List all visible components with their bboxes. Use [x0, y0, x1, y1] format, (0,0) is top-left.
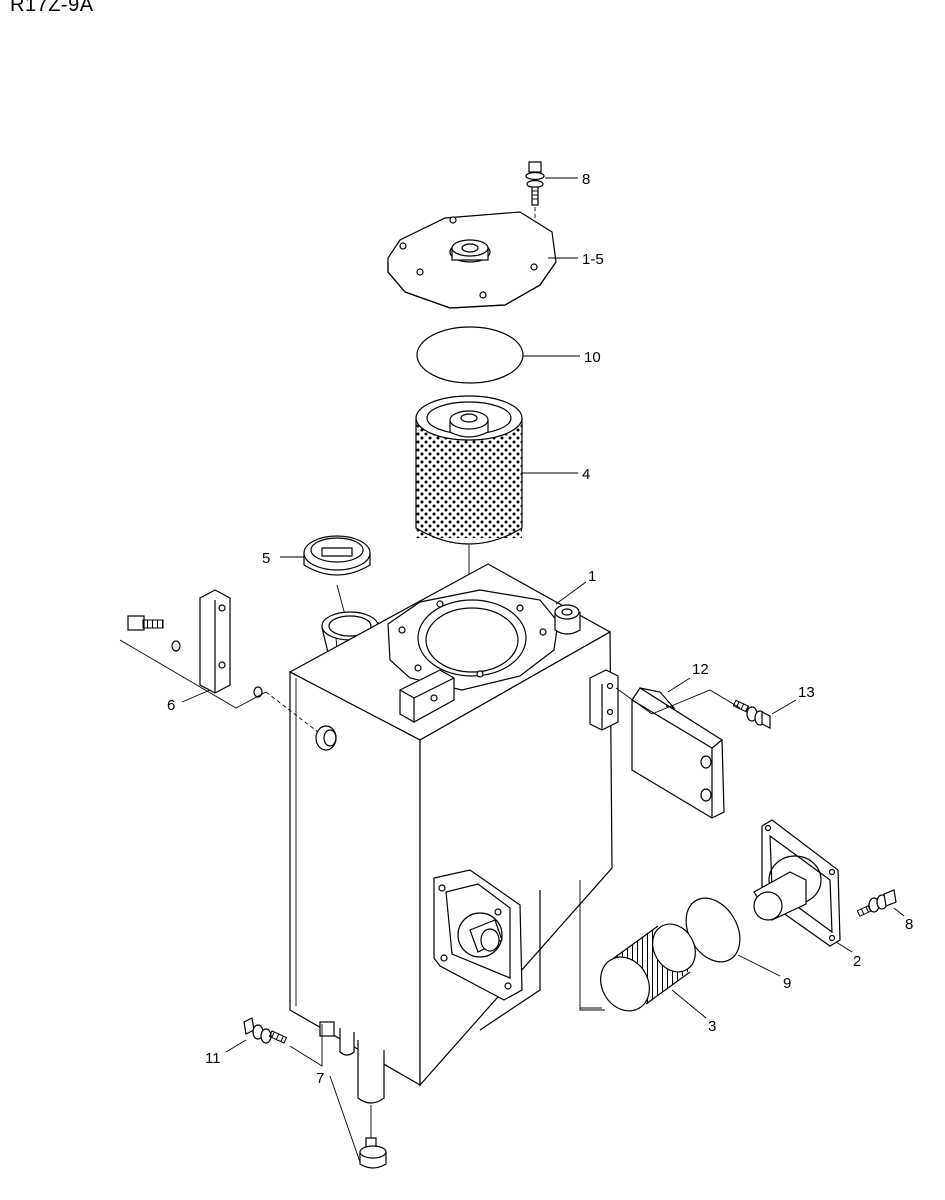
callout-4: 4 [582, 466, 590, 483]
bottom-bolt [243, 1017, 323, 1067]
return-filter-element [415, 395, 523, 640]
bracket-bolt [732, 699, 771, 729]
callout-3: 3 [708, 1018, 716, 1035]
cover-plate [387, 211, 557, 309]
model-title: R17Z-9A [10, 0, 94, 16]
callout-2: 2 [853, 953, 861, 970]
top-bolt [525, 161, 545, 265]
suction-strainer [580, 923, 696, 1012]
callout-1: 1 [588, 568, 596, 585]
level-gauge-assembly [119, 589, 319, 733]
mounting-bracket [615, 687, 741, 819]
drain-plug [357, 1040, 387, 1169]
callout-8-top: 8 [582, 171, 590, 188]
callout-7: 7 [316, 1070, 324, 1087]
callout-5: 5 [262, 550, 270, 567]
callout-9: 9 [783, 975, 791, 992]
callout-8-right: 8 [905, 916, 913, 933]
callout-10: 10 [584, 349, 601, 366]
gasket-ring [416, 326, 524, 384]
filler-cap [303, 535, 371, 616]
callout-11: 11 [205, 1050, 221, 1067]
hydraulic-tank [288, 563, 619, 1087]
callout-13: 13 [798, 684, 815, 701]
callout-6: 6 [167, 697, 175, 714]
callout-1-5: 1-5 [582, 251, 604, 268]
suction-cover [753, 819, 841, 947]
callout-12: 12 [692, 661, 709, 678]
leader-lines [181, 177, 905, 1163]
cover-bolt [856, 889, 897, 917]
